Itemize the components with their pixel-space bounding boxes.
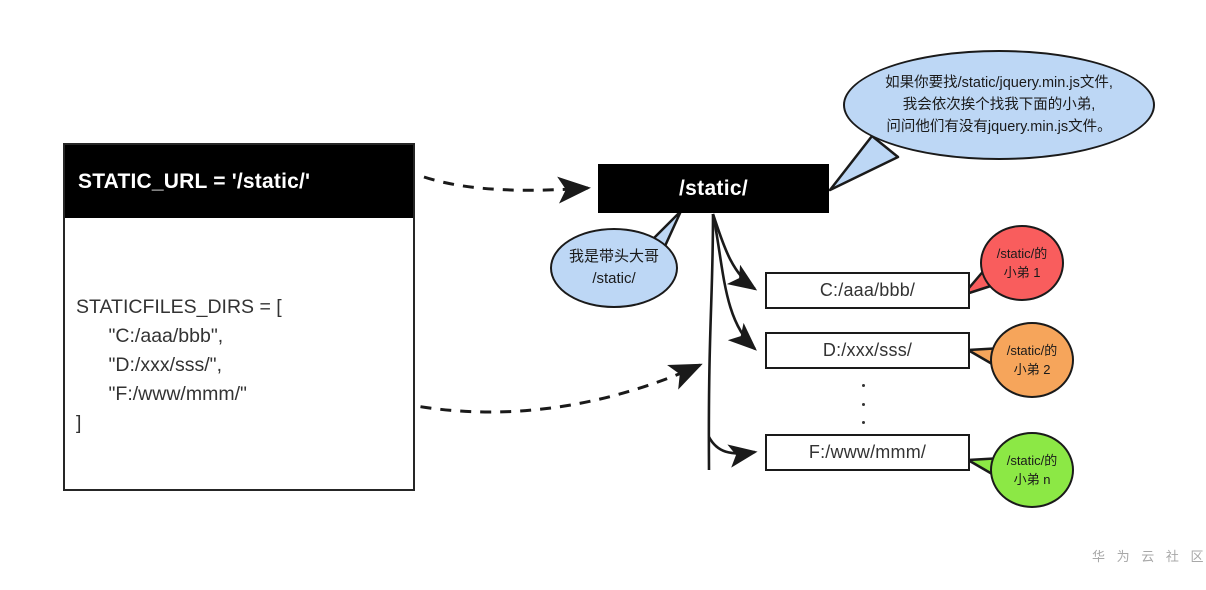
settings-panel: STATIC_URL = '/static/' STATICFILES_DIRS… <box>63 143 415 491</box>
edge-trunk <box>707 213 715 471</box>
watermark: 华 为 云 社 区 <box>1092 549 1206 564</box>
speech-bubble-worker-3: /static/的 小弟 n <box>990 432 1074 508</box>
speech-bubble-lead-line-1: 我是带头大哥 <box>568 248 659 265</box>
speech-bubble-main-line-2: 我会依次挨个找我下面的小弟, <box>902 97 1096 113</box>
settings-panel-header: STATIC_URL = '/static/' <box>65 145 413 218</box>
edge-node-to-dir-2 <box>711 213 757 351</box>
speech-bubble-worker-1: /static/的 小弟 1 <box>980 225 1064 301</box>
speech-bubble-worker-3-line-2: 小弟 n <box>1013 472 1051 487</box>
speech-bubble-worker-2-line-2: 小弟 2 <box>1013 362 1051 377</box>
bubble-main-tail <box>828 134 900 192</box>
speech-bubble-lead: 我是带头大哥 /static/ <box>550 228 678 308</box>
speech-bubble-main-line-1: 如果你要找/static/jquery.min.js文件, <box>885 75 1113 91</box>
staticfiles-dirs-code: STATICFILES_DIRS = [ "C:/aaa/bbb", "D:/x… <box>76 296 282 434</box>
speech-bubble-lead-line-2: /static/ <box>592 270 636 287</box>
edge-node-to-dir-3 <box>707 436 758 468</box>
speech-bubble-worker-2-line-1: /static/的 <box>1006 343 1058 358</box>
speech-bubble-worker-3-line-1: /static/的 <box>1006 453 1058 468</box>
dir-box-3-label: F:/www/mmm/ <box>808 442 927 462</box>
dir-box-1: C:/aaa/bbb/ <box>765 272 970 309</box>
edge-node-to-dir-1 <box>711 213 758 291</box>
dir-box-3: F:/www/mmm/ <box>765 434 970 471</box>
speech-bubble-worker-1-line-2: 小弟 1 <box>1003 265 1041 280</box>
edge-static-url-to-node <box>423 175 591 204</box>
static-url-node: /static/ <box>598 164 829 213</box>
static-url-setting-label: STATIC_URL = '/static/' <box>78 169 311 193</box>
speech-bubble-main-line-3: 问问他们有没有jquery.min.js文件。 <box>886 119 1112 135</box>
dir-box-1-label: C:/aaa/bbb/ <box>819 280 916 300</box>
dir-box-2: D:/xxx/sss/ <box>765 332 970 369</box>
dir-box-2-label: D:/xxx/sss/ <box>822 340 913 360</box>
speech-bubble-main: 如果你要找/static/jquery.min.js文件, 我会依次挨个找我下面… <box>843 50 1155 160</box>
speech-bubble-worker-1-line-1: /static/的 <box>996 246 1048 261</box>
static-url-node-label: /static/ <box>679 176 748 200</box>
vertical-ellipsis-icon <box>858 384 868 424</box>
speech-bubble-worker-2: /static/的 小弟 2 <box>990 322 1074 398</box>
